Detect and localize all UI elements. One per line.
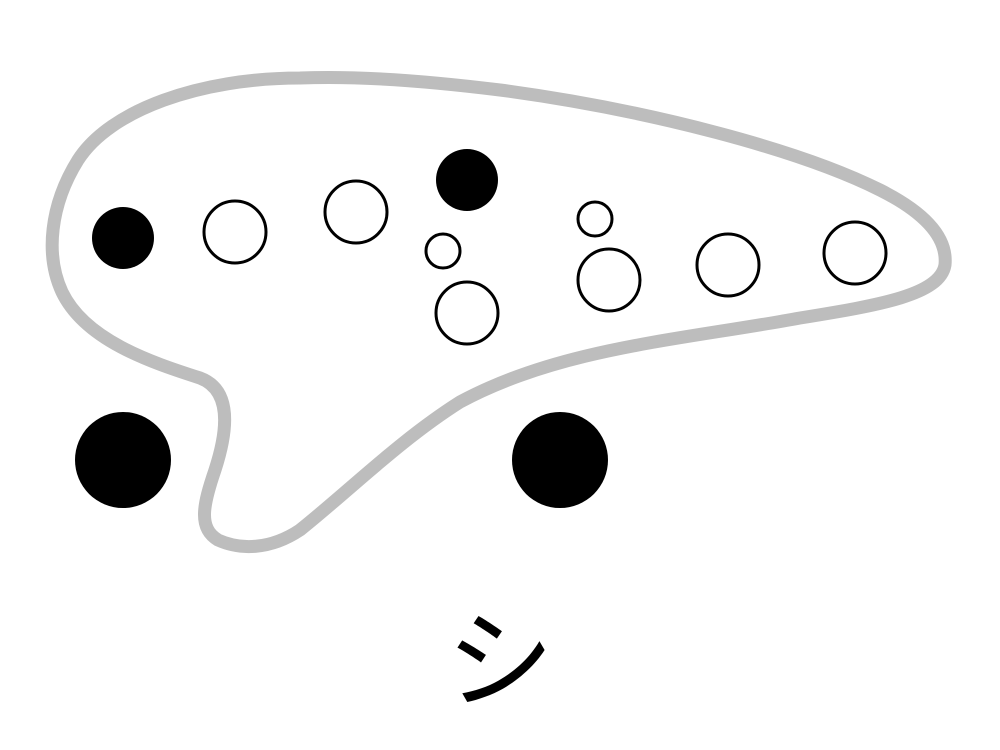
hole-thumb-right-covered	[512, 412, 608, 508]
hole-left-3-open	[323, 179, 389, 245]
hole-right-3-open	[822, 220, 888, 286]
hole-right-1-open	[576, 247, 642, 313]
hole-right-small-sub-open	[576, 200, 614, 238]
hole-left-1-covered	[92, 207, 154, 269]
hole-left-top-covered	[436, 149, 498, 211]
holes-layer	[75, 149, 888, 508]
hole-thumb-left-covered	[75, 412, 171, 508]
hole-left-bottom-open	[434, 280, 500, 346]
note-label: シ	[445, 600, 554, 725]
hole-left-small-sub-open	[424, 232, 462, 270]
hole-left-2-open	[202, 199, 268, 265]
ocarina-body-outline	[45, 71, 952, 554]
hole-right-2-open	[695, 232, 761, 298]
